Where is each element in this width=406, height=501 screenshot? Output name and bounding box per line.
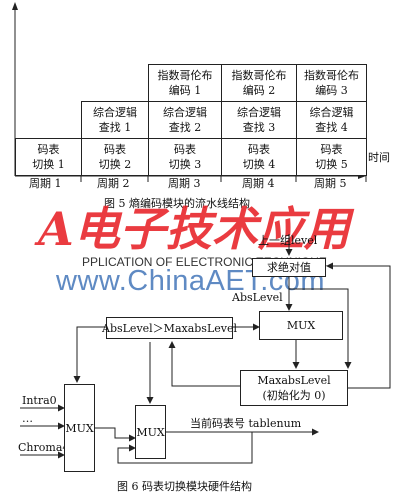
mux-top-block: MUX	[259, 311, 343, 340]
pipeline-cell-switch-2: 码表切换 2	[81, 138, 149, 176]
period-label-2: 周期 2	[97, 177, 130, 190]
time-axis-label: 时间	[368, 151, 390, 164]
compare-block: AbsLevel＞MaxabsLevel	[102, 317, 237, 339]
pipeline-cell-switch-4: 码表切换 4	[221, 138, 297, 176]
pipeline-cell-switch-5: 码表切换 5	[296, 138, 367, 176]
input-chroma4-label: Chroma4	[18, 441, 70, 454]
pipeline-cell-golomb-1: 指数哥伦布编码 1	[148, 64, 222, 102]
pipeline-cell-golomb-3: 指数哥伦布编码 3	[296, 64, 367, 102]
output-tablenum-label: 当前码表号 tablenum	[190, 417, 302, 430]
pipeline-cell-lookup-3: 综合逻辑查找 3	[221, 101, 297, 139]
pipeline-cell-lookup-1: 综合逻辑查找 1	[81, 101, 149, 139]
period-label-1: 周期 1	[29, 177, 62, 190]
figure-5-caption: 图 5 熵编码模块的流水线结构	[104, 197, 250, 210]
input-label-prev-level: 上一组level	[258, 234, 318, 247]
mux-left-block: MUX	[64, 384, 95, 472]
mux-mid-block: MUX	[135, 405, 166, 459]
period-label-3: 周期 3	[168, 177, 201, 190]
maxabs-level-block: MaxabsLevel(初始化为 0)	[240, 370, 348, 406]
watermark-logo: A电子技术应用	[38, 202, 350, 256]
input-intra0-label: Intra0	[22, 394, 57, 407]
period-label-4: 周期 4	[242, 177, 275, 190]
period-label-5: 周期 5	[314, 177, 347, 190]
pipeline-cell-lookup-2: 综合逻辑查找 2	[148, 101, 222, 139]
pipeline-cell-switch-3: 码表切换 3	[148, 138, 222, 176]
abslevel-label: AbsLevel	[232, 291, 283, 304]
figure-6-caption: 图 6 码表切换模块硬件结构	[117, 480, 252, 493]
pipeline-cell-golomb-2: 指数哥伦布编码 2	[221, 64, 297, 102]
pipeline-cell-lookup-4: 综合逻辑查找 4	[296, 101, 367, 139]
abs-value-block: 求绝对值	[252, 258, 326, 277]
input-ellipsis-label: …	[22, 412, 33, 425]
